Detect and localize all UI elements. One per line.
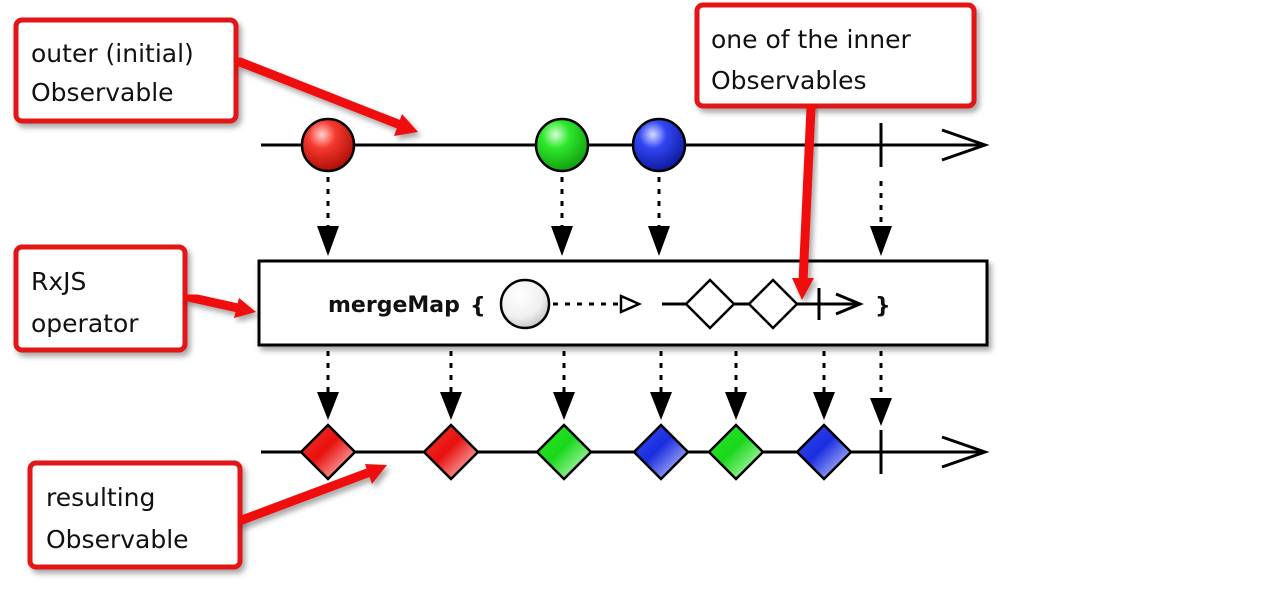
callout-outer-line2: Observable <box>31 78 174 107</box>
callout-inner-line2: Observables <box>711 66 867 95</box>
inner-observable-timeline <box>662 278 864 330</box>
result-emission-2-red <box>422 423 480 481</box>
result-emission-4-blue <box>632 423 690 481</box>
inner-emission-1 <box>684 278 736 330</box>
callout-outer-line1: outer (initial) <box>31 39 194 68</box>
operator-to-result-arrowheads <box>317 392 892 426</box>
callout-outer-observable: outer (initial) Observable <box>13 17 239 124</box>
operator-close-brace: } <box>875 294 891 319</box>
operator-name: mergeMap <box>328 293 460 318</box>
operator-mapping-arrowhead <box>619 294 643 314</box>
outer-emission-red <box>300 117 356 173</box>
pointer-arrow-outer <box>235 57 418 136</box>
callout-resulting-observable: resulting Observable <box>27 460 243 570</box>
result-emission-1-red <box>299 423 357 481</box>
callout-operator-line2: operator <box>31 309 139 338</box>
outer-to-operator-arrowheads <box>317 226 892 256</box>
callout-inner-observable: one of the inner Observables <box>694 2 977 109</box>
result-emission-3-green <box>535 423 593 481</box>
operator-to-result-arrows <box>326 351 883 398</box>
outer-to-operator-arrows <box>326 177 883 226</box>
result-timeline <box>261 430 990 474</box>
callout-rxjs-operator: RxJS operator <box>13 244 188 353</box>
operator-open-brace: { <box>470 294 486 319</box>
operator-input-marble <box>499 278 551 330</box>
result-emission-5-green <box>707 423 765 481</box>
outer-emission-green <box>534 117 590 173</box>
pointer-arrow-result <box>237 464 387 525</box>
outer-timeline <box>261 123 990 167</box>
pointer-arrow-operator <box>183 292 256 318</box>
callout-result-line2: Observable <box>46 525 189 554</box>
outer-emission-blue <box>631 117 687 173</box>
inner-emission-2 <box>747 278 799 330</box>
callout-inner-line1: one of the inner <box>711 25 912 54</box>
callout-result-line1: resulting <box>46 483 155 512</box>
callout-operator-line1: RxJS <box>31 267 86 296</box>
operator-box: mergeMap { } <box>257 259 989 347</box>
result-emission-6-blue <box>795 423 853 481</box>
pointer-arrow-inner <box>792 103 816 300</box>
